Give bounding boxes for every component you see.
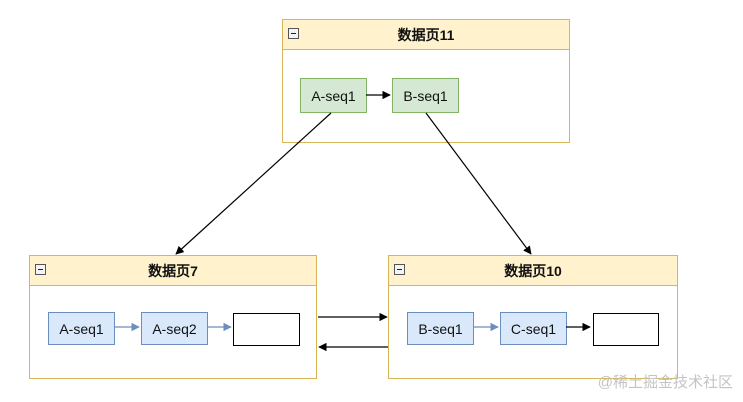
data-page-11-title: 数据页11 [397, 26, 455, 43]
collapse-icon[interactable] [288, 28, 299, 39]
node-empty [233, 313, 300, 346]
data-page-10: 数据页10 B-seq1 C-seq1 [388, 255, 678, 379]
node-a-seq1: A-seq1 [300, 78, 367, 113]
node-b-seq1: B-seq1 [407, 312, 474, 345]
data-page-10-title: 数据页10 [504, 262, 562, 279]
data-page-10-header: 数据页10 [389, 256, 677, 286]
node-a-seq2: A-seq2 [141, 312, 208, 345]
data-page-7-title: 数据页7 [148, 262, 198, 279]
data-page-7-header: 数据页7 [30, 256, 316, 286]
node-c-seq1: C-seq1 [500, 312, 567, 345]
data-page-7: 数据页7 A-seq1 A-seq2 [29, 255, 317, 379]
data-page-11: 数据页11 A-seq1 B-seq1 [282, 19, 570, 143]
node-empty [593, 313, 659, 346]
collapse-icon[interactable] [35, 264, 46, 275]
collapse-icon[interactable] [394, 264, 405, 275]
node-a-seq1: A-seq1 [48, 312, 115, 345]
node-b-seq1: B-seq1 [392, 78, 459, 113]
data-page-11-header: 数据页11 [283, 20, 569, 50]
watermark: @稀土掘金技术社区 [597, 374, 733, 391]
